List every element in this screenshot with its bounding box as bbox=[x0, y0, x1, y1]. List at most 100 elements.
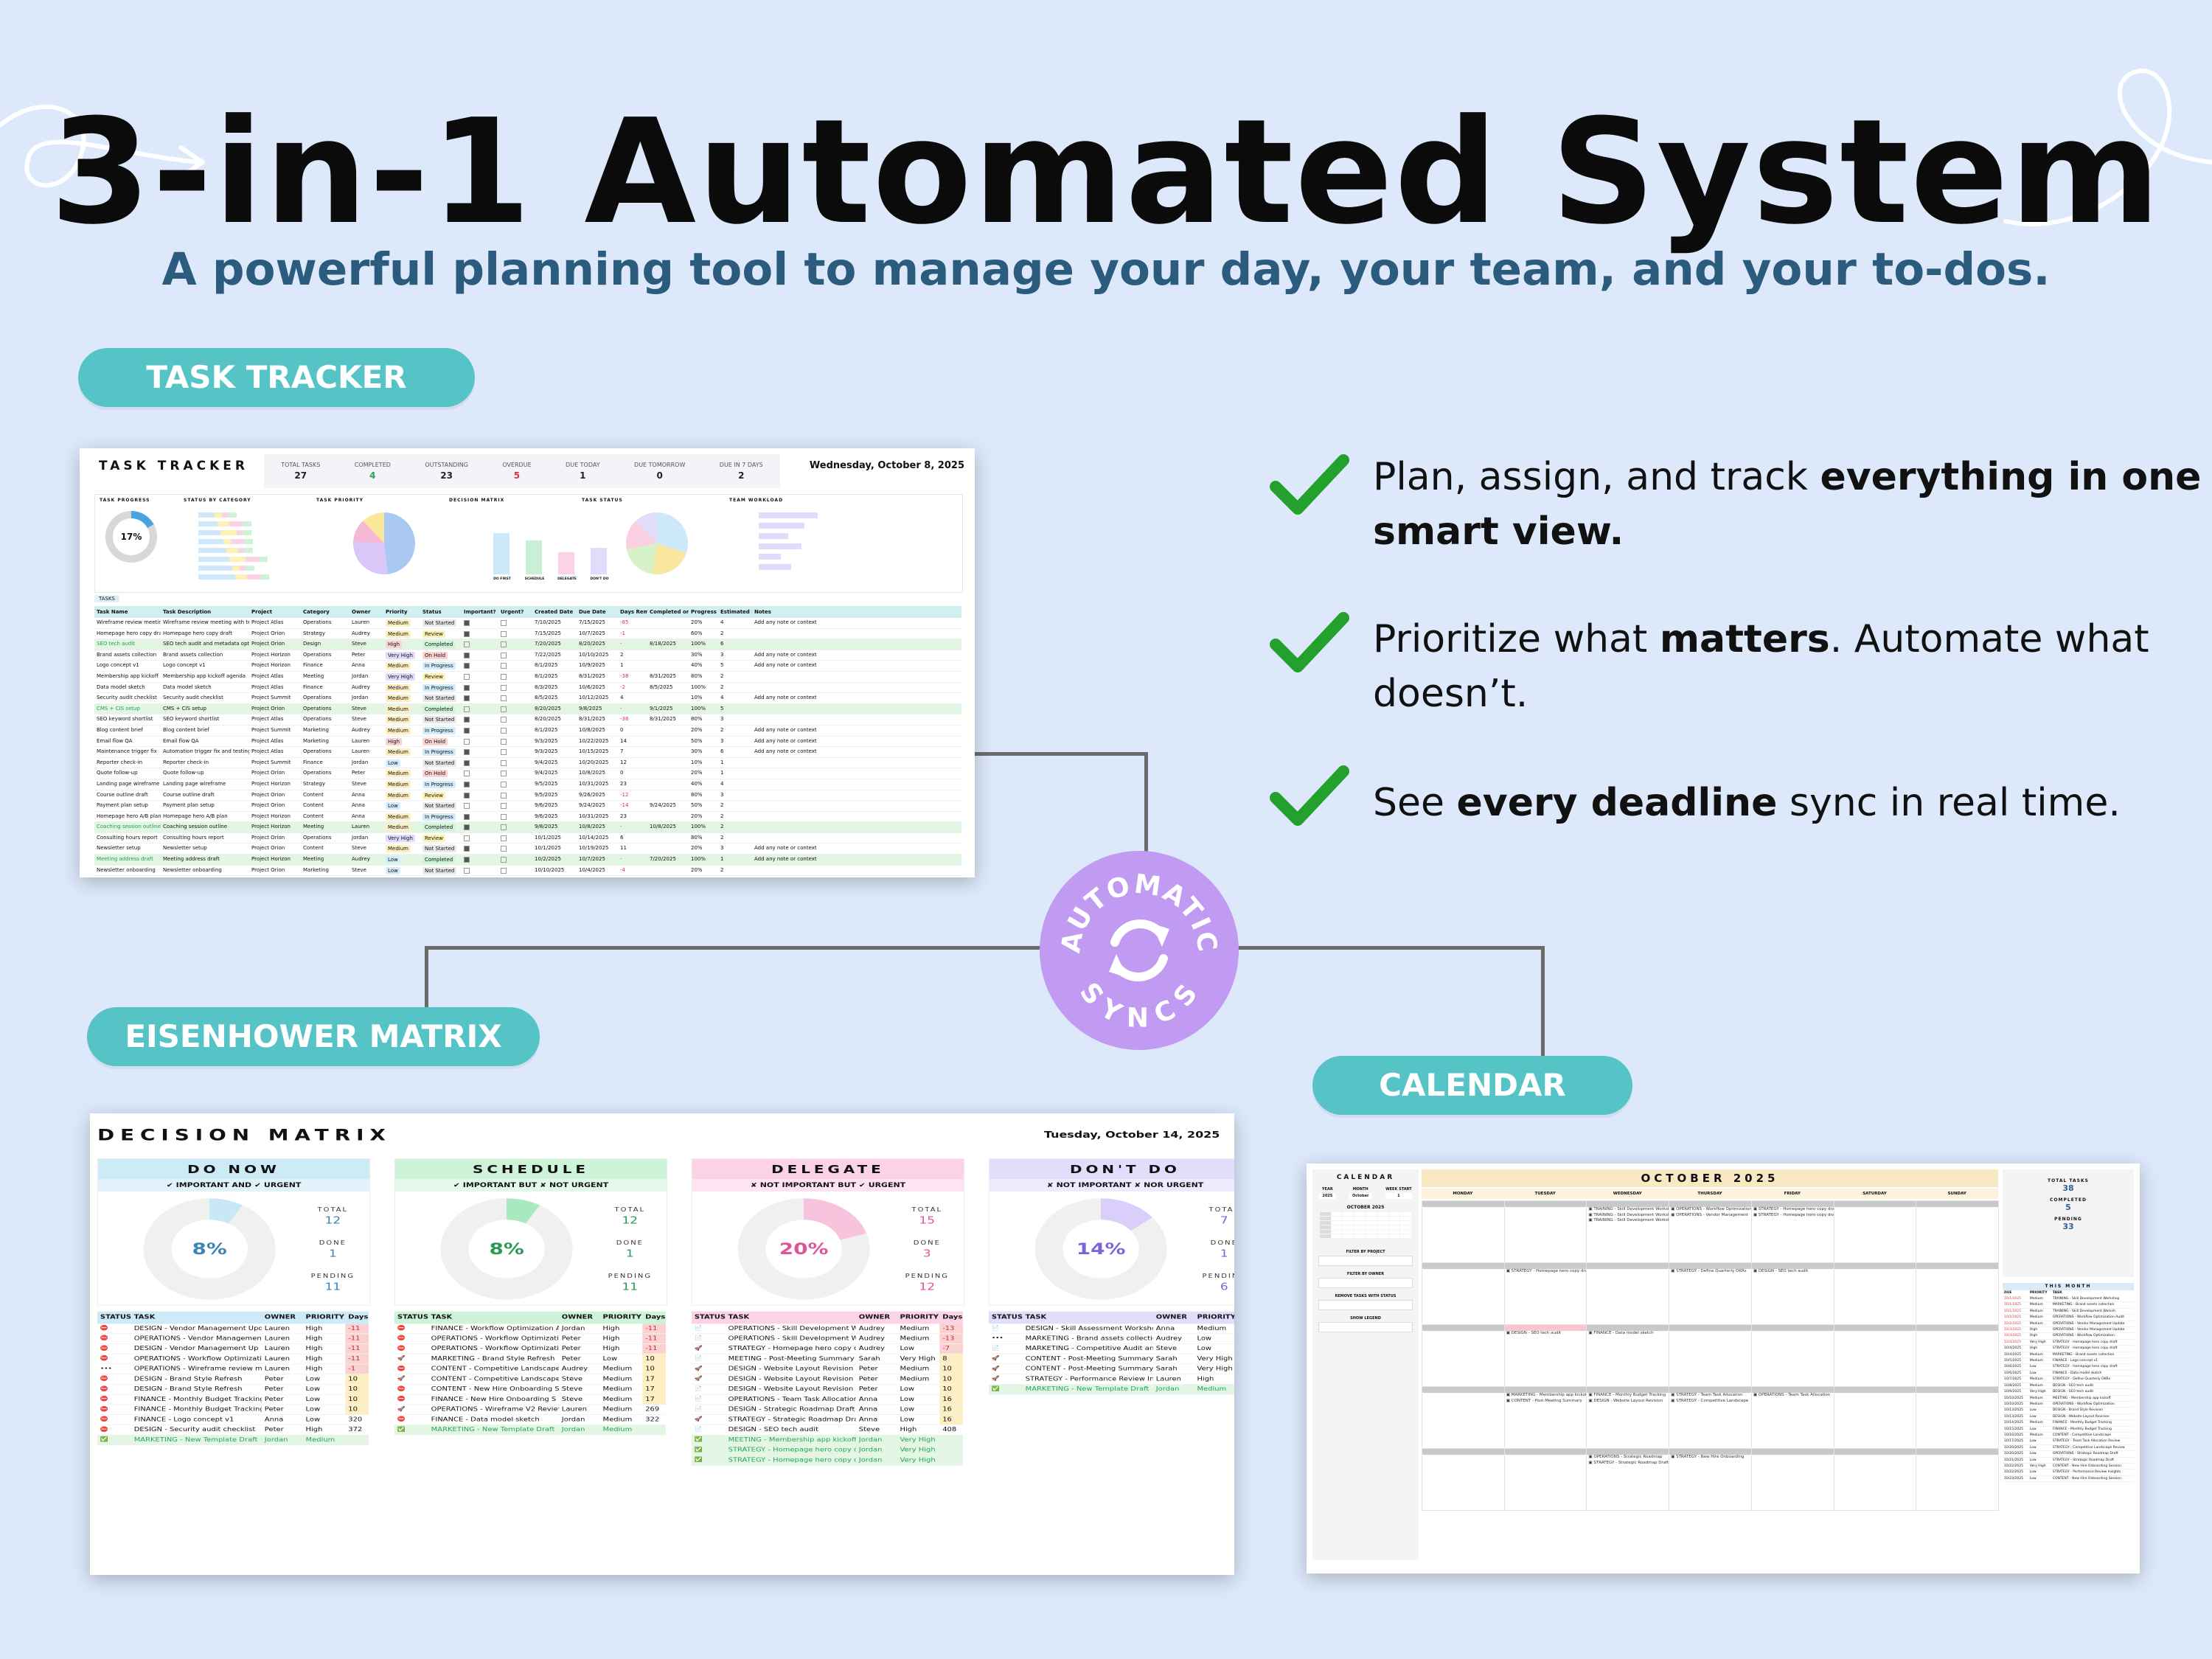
calendar-day-cell[interactable] bbox=[1750, 1324, 1834, 1387]
important-checkbox[interactable] bbox=[462, 726, 498, 736]
urgent-checkbox[interactable] bbox=[498, 618, 532, 628]
status-badge[interactable]: Review bbox=[422, 672, 445, 681]
tab-tasks[interactable]: TASKS bbox=[94, 595, 119, 602]
checkbox-icon[interactable] bbox=[464, 867, 470, 874]
important-checkbox[interactable] bbox=[462, 844, 498, 854]
quadrant-column-header[interactable]: OWNER bbox=[561, 1314, 594, 1321]
table-row[interactable]: ✅STRATEGY - Homepage hero copy draftJord… bbox=[691, 1455, 964, 1466]
priority-badge[interactable]: Very High bbox=[386, 651, 415, 659]
urgent-checkbox[interactable] bbox=[498, 812, 532, 822]
calendar-day-cell[interactable] bbox=[1833, 1262, 1917, 1325]
calendar-event[interactable]: ▣ OPERATIONS - Vendor Management bbox=[1671, 1212, 1748, 1217]
calendar-day-cell[interactable] bbox=[1750, 1448, 1834, 1511]
calendar-day-cell[interactable] bbox=[1833, 1386, 1917, 1449]
status-badge[interactable]: Completed bbox=[422, 856, 456, 864]
priority-badge[interactable]: Very High bbox=[386, 672, 415, 681]
checkbox-icon[interactable] bbox=[464, 824, 470, 831]
checkbox-icon[interactable] bbox=[501, 641, 507, 648]
important-checkbox[interactable] bbox=[462, 866, 498, 876]
quadrant-column-header[interactable]: Days Rem. bbox=[645, 1314, 666, 1321]
checkbox-icon[interactable] bbox=[501, 684, 507, 691]
priority-badge[interactable]: Low bbox=[386, 759, 400, 767]
checkbox-icon[interactable] bbox=[464, 684, 470, 691]
checkbox-icon[interactable] bbox=[501, 781, 507, 787]
calendar-day-cell[interactable] bbox=[1422, 1262, 1505, 1325]
status-badge[interactable]: Not Started bbox=[422, 619, 457, 627]
year-select[interactable]: 2025 bbox=[1319, 1193, 1336, 1199]
important-checkbox[interactable] bbox=[462, 683, 498, 693]
urgent-checkbox[interactable] bbox=[498, 779, 532, 790]
quadrant-column-header[interactable]: Days Rem. bbox=[942, 1314, 963, 1321]
checkbox-icon[interactable] bbox=[464, 673, 470, 680]
status-badge[interactable]: Not Started bbox=[422, 802, 457, 810]
urgent-checkbox[interactable] bbox=[498, 639, 532, 650]
checkbox-icon[interactable] bbox=[464, 706, 470, 712]
calendar-event[interactable]: ▣ OPERATIONS - Workflow Optimization bbox=[1671, 1207, 1751, 1211]
checkbox-icon[interactable] bbox=[501, 620, 507, 626]
calendar-event[interactable]: ▣ TRAINING - Skill Development Worksh bbox=[1588, 1212, 1669, 1217]
checkbox-icon[interactable] bbox=[464, 781, 470, 787]
priority-badge[interactable]: Medium bbox=[386, 716, 411, 724]
priority-badge[interactable]: Low bbox=[386, 866, 400, 874]
checkbox-icon[interactable] bbox=[501, 695, 507, 702]
checkbox-icon[interactable] bbox=[501, 738, 507, 745]
calendar-day-cell[interactable] bbox=[1422, 1200, 1505, 1263]
urgent-checkbox[interactable] bbox=[498, 704, 532, 714]
checkbox-icon[interactable] bbox=[501, 717, 507, 723]
urgent-checkbox[interactable] bbox=[498, 714, 532, 725]
status-badge[interactable]: In Progress bbox=[422, 813, 456, 821]
priority-badge[interactable]: Medium bbox=[386, 726, 411, 734]
checkbox-icon[interactable] bbox=[464, 792, 470, 799]
week-start-select[interactable]: 1 bbox=[1385, 1193, 1412, 1199]
urgent-checkbox[interactable] bbox=[498, 758, 532, 768]
calendar-day-cell[interactable] bbox=[1916, 1200, 1999, 1263]
calendar-event[interactable]: ▣ STRATEGY - Homepage hero copy draft bbox=[1506, 1269, 1587, 1273]
checkbox-icon[interactable] bbox=[464, 749, 470, 756]
checkbox-icon[interactable] bbox=[464, 738, 470, 745]
checkbox-icon[interactable] bbox=[464, 641, 470, 648]
checkbox-icon[interactable] bbox=[501, 727, 507, 734]
checkbox-icon[interactable] bbox=[464, 695, 470, 702]
important-checkbox[interactable] bbox=[462, 629, 498, 639]
priority-badge[interactable]: Medium bbox=[386, 705, 411, 713]
status-badge[interactable]: Not Started bbox=[422, 716, 457, 724]
urgent-checkbox[interactable] bbox=[498, 790, 532, 801]
urgent-checkbox[interactable] bbox=[498, 747, 532, 757]
table-row[interactable]: SEO site audit handoffSEO site audit han… bbox=[94, 876, 961, 877]
status-badge[interactable]: Review bbox=[422, 791, 445, 799]
calendar-event[interactable]: ▣ STRATEGY - Strategic Roadmap Draft bbox=[1588, 1460, 1669, 1465]
urgent-checkbox[interactable] bbox=[498, 693, 532, 703]
checkbox-icon[interactable] bbox=[464, 652, 470, 658]
tracker-column-header[interactable]: Days Rem. bbox=[620, 609, 647, 615]
calendar-day-cell[interactable] bbox=[1833, 1448, 1917, 1511]
important-checkbox[interactable] bbox=[462, 639, 498, 650]
checkbox-icon[interactable] bbox=[501, 706, 507, 712]
quadrant-column-header[interactable]: PRIORITY bbox=[602, 1314, 641, 1321]
priority-badge[interactable]: Medium bbox=[386, 748, 411, 757]
checkbox-icon[interactable] bbox=[464, 630, 470, 637]
